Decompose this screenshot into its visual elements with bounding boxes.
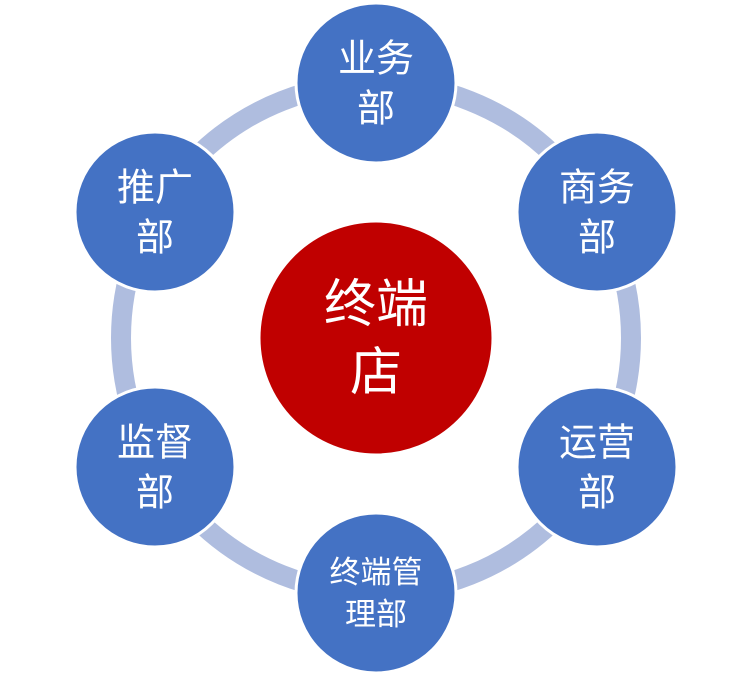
center-circle [257,219,495,457]
center-label-line2: 店 [350,343,402,403]
node-circle [515,130,679,294]
center-label-line1: 终端 [324,275,428,335]
node-circle [73,130,237,294]
node-label-line1: 监督 [117,421,193,465]
node-circle [294,1,458,165]
node-operations: 运营部 [515,385,679,549]
node-label-line1: 推广 [117,166,193,210]
node-commerce: 商务部 [515,130,679,294]
node-label-line2: 部 [357,87,395,131]
node-label-line2: 部 [136,216,174,260]
node-label-line1: 运营 [559,421,635,465]
node-circle [294,511,458,675]
node-label-line1: 业务 [338,37,414,81]
node-label-line2: 部 [578,216,616,260]
node-business: 业务部 [294,1,458,165]
node-circle [73,385,237,549]
node-promotion: 推广部 [73,130,237,294]
node-label-line1: 商务 [559,166,635,210]
center-node: 终端 店 [257,219,495,457]
node-circle [515,385,679,549]
node-label-line2: 部 [578,471,616,515]
node-label-line2: 理部 [345,597,407,633]
node-supervision: 监督部 [73,385,237,549]
node-label-line2: 部 [136,471,174,515]
node-label-line1: 终端管 [330,555,423,591]
